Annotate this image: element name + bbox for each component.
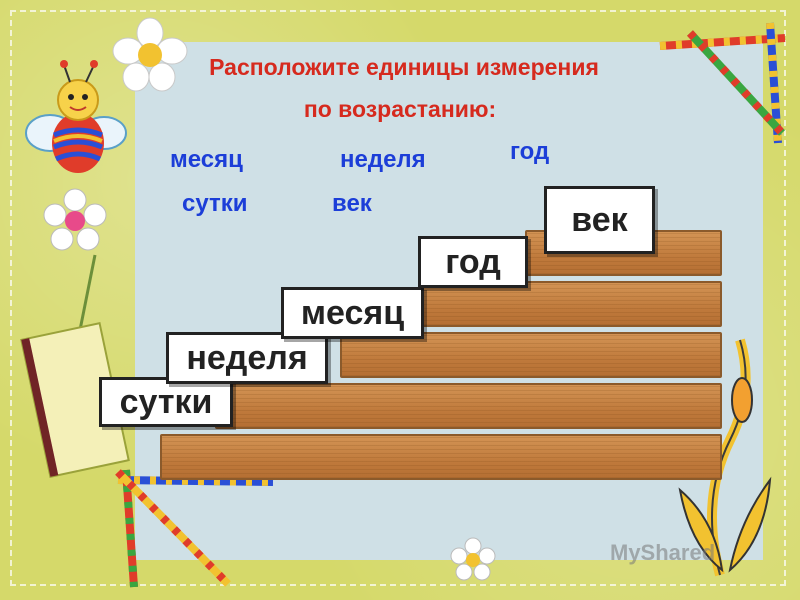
flower-icon bbox=[450, 537, 496, 581]
stair-plank bbox=[422, 281, 722, 327]
flower-icon bbox=[43, 188, 107, 251]
stair-plank bbox=[160, 434, 722, 480]
word-option[interactable]: сутки bbox=[182, 190, 248, 217]
flower-icon bbox=[112, 17, 188, 92]
word-option[interactable]: неделя bbox=[340, 146, 426, 173]
answer-box[interactable]: неделя bbox=[166, 332, 328, 384]
answer-box[interactable]: месяц bbox=[281, 287, 424, 339]
stair-plank bbox=[215, 383, 722, 429]
tag-icon bbox=[20, 254, 130, 478]
task-title-line1: Расположите единицы измерения bbox=[209, 54, 599, 80]
answer-box[interactable]: год bbox=[418, 236, 528, 288]
watermark: MyShared bbox=[610, 540, 716, 565]
answer-box[interactable]: сутки bbox=[99, 377, 233, 427]
stair-plank bbox=[340, 332, 722, 378]
slide-border bbox=[10, 10, 786, 586]
bee-icon bbox=[25, 60, 127, 173]
flower-icon bbox=[678, 338, 772, 577]
pencil-frame-icon bbox=[115, 469, 274, 588]
word-option[interactable]: век bbox=[332, 190, 372, 217]
pencil-frame-icon bbox=[659, 22, 786, 144]
task-title-line2: по возрастанию: bbox=[303, 96, 497, 122]
word-option[interactable]: месяц bbox=[170, 146, 243, 173]
answer-box[interactable]: век bbox=[544, 186, 655, 254]
word-option[interactable]: год bbox=[510, 138, 550, 165]
